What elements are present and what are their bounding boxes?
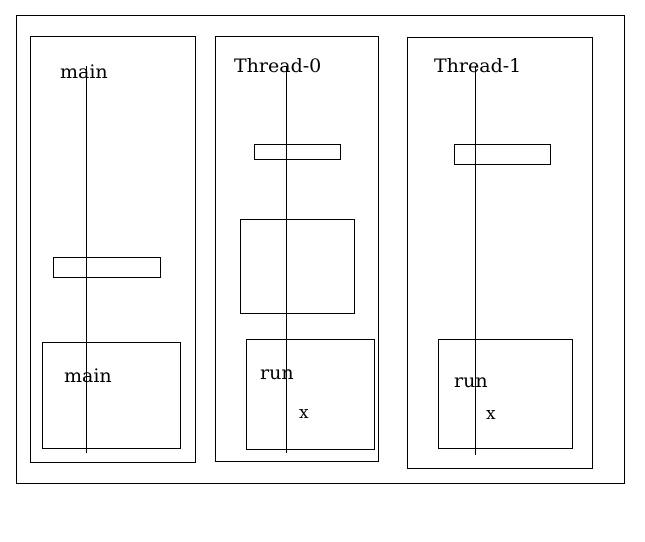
column-thread-0 — [215, 36, 379, 462]
thread-1-stack-frame-run — [438, 339, 573, 449]
main-frame-label: main — [64, 365, 112, 387]
thread-0-var-label: x — [299, 403, 309, 423]
column-main — [30, 36, 196, 463]
column-main-box — [30, 36, 196, 463]
column-thread-1 — [407, 37, 593, 469]
main-stack-frame-small — [53, 257, 161, 278]
main-stack-frame-main — [42, 342, 181, 449]
outer-frame — [16, 15, 625, 484]
thread-1-run-label: run — [454, 370, 488, 392]
thread-0-run-label: run — [260, 362, 294, 384]
column-thread-0-box — [215, 36, 379, 462]
column-thread-1-title: Thread-1 — [434, 55, 521, 77]
column-thread-1-box — [407, 37, 593, 469]
thread-0-stack-frame-middle — [240, 219, 355, 314]
thread-0-stack-frame-small — [254, 144, 341, 160]
thread-1-stack-frame-small — [454, 144, 551, 165]
column-main-title: main — [60, 61, 108, 83]
thread-0-stack-frame-run — [246, 339, 375, 450]
thread-1-var-label: x — [486, 404, 496, 424]
column-thread-0-title: Thread-0 — [234, 55, 321, 77]
